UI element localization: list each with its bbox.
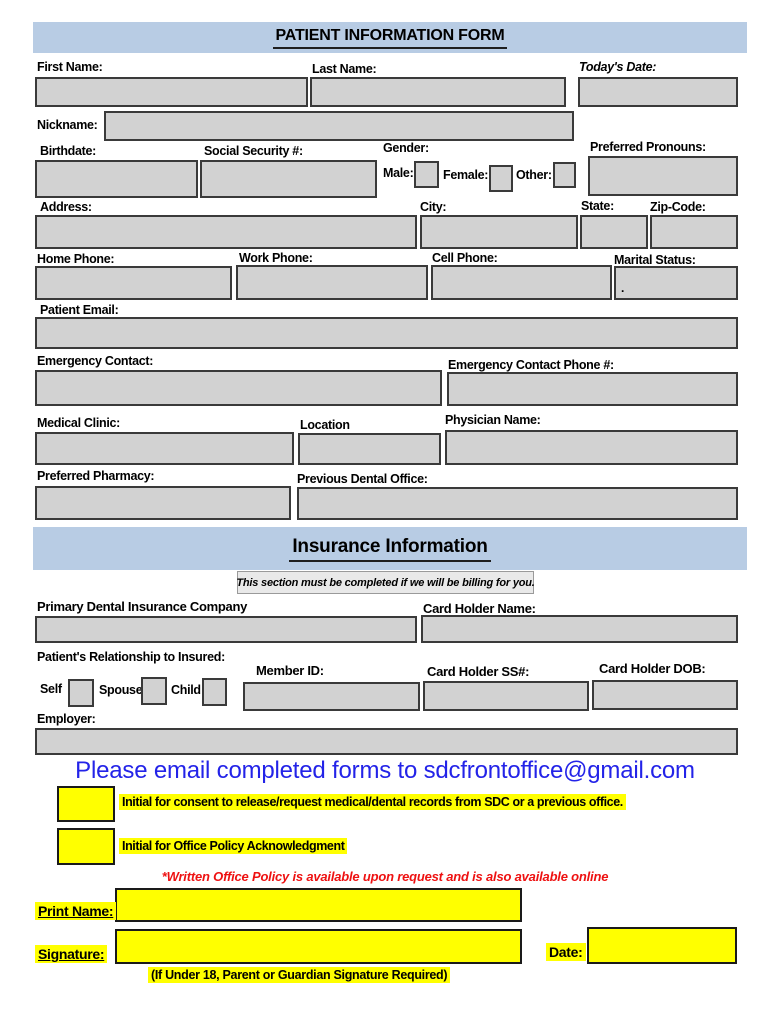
- patient-section-title: PATIENT INFORMATION FORM: [272, 27, 508, 49]
- card-holder-name-label: Card Holder Name:: [423, 601, 536, 616]
- male-label: Male:: [383, 166, 414, 180]
- patient-section-header: PATIENT INFORMATION FORM: [33, 22, 747, 53]
- todays-date-input[interactable]: [578, 77, 738, 107]
- patient-email-label: Patient Email:: [40, 303, 119, 317]
- location-input[interactable]: [298, 433, 441, 465]
- cell-phone-input[interactable]: [431, 265, 612, 300]
- preferred-pronouns-label: Preferred Pronouns:: [590, 140, 706, 154]
- print-name-input[interactable]: [115, 888, 522, 922]
- date-input[interactable]: [587, 927, 737, 964]
- relationship-label: Patient's Relationship to Insured:: [37, 650, 225, 664]
- city-label: City:: [420, 200, 447, 214]
- female-label: Female:: [443, 168, 489, 182]
- marital-status-label: Marital Status:: [614, 253, 696, 267]
- gender-label: Gender:: [383, 141, 429, 155]
- preferred-pharmacy-input[interactable]: [35, 486, 291, 520]
- print-name-label: Print Name:: [35, 902, 117, 920]
- emergency-contact-input[interactable]: [35, 370, 442, 406]
- preferred-pharmacy-label: Preferred Pharmacy:: [37, 469, 155, 483]
- employer-input[interactable]: [35, 728, 738, 755]
- todays-date-label: Today's Date:: [579, 60, 657, 74]
- work-phone-input[interactable]: [236, 265, 428, 300]
- card-holder-ss-input[interactable]: [423, 681, 589, 711]
- card-holder-ss-label: Card Holder SS#:: [427, 664, 530, 679]
- policy-note: *Written Office Policy is available upon…: [161, 869, 609, 884]
- consent-initial-box[interactable]: [57, 786, 115, 822]
- state-input[interactable]: [580, 215, 648, 249]
- marital-status-value: .: [621, 281, 625, 295]
- emergency-contact-label: Emergency Contact:: [37, 354, 154, 368]
- nickname-input[interactable]: [104, 111, 574, 141]
- nickname-label: Nickname:: [37, 118, 98, 132]
- birthdate-label: Birthdate:: [40, 144, 97, 158]
- address-input[interactable]: [35, 215, 417, 249]
- last-name-label: Last Name:: [312, 62, 377, 76]
- other-checkbox[interactable]: [553, 162, 576, 188]
- card-holder-dob-input[interactable]: [592, 680, 738, 710]
- self-checkbox[interactable]: [68, 679, 94, 707]
- insurance-section-title: Insurance Information: [289, 536, 491, 562]
- first-name-label: First Name:: [37, 60, 103, 74]
- work-phone-label: Work Phone:: [239, 251, 313, 265]
- first-name-input[interactable]: [35, 77, 308, 107]
- zip-code-input[interactable]: [650, 215, 738, 249]
- self-label: Self: [40, 682, 62, 696]
- insurance-note: This section must be completed if we wil…: [236, 571, 535, 594]
- other-label: Other:: [516, 168, 552, 182]
- social-security-input[interactable]: [200, 160, 377, 198]
- under18-note: (If Under 18, Parent or Guardian Signatu…: [148, 967, 451, 983]
- spouse-checkbox[interactable]: [141, 677, 167, 705]
- last-name-input[interactable]: [310, 77, 566, 107]
- marital-status-input[interactable]: .: [614, 266, 738, 300]
- state-label: State:: [581, 199, 614, 213]
- child-label: Child: [171, 683, 201, 697]
- home-phone-label: Home Phone:: [37, 252, 115, 266]
- physician-name-label: Physician Name:: [445, 413, 541, 427]
- address-label: Address:: [40, 200, 92, 214]
- city-input[interactable]: [420, 215, 578, 249]
- medical-clinic-label: Medical Clinic:: [37, 416, 121, 430]
- emergency-contact-phone-input[interactable]: [447, 372, 738, 406]
- card-holder-name-input[interactable]: [421, 615, 738, 643]
- child-checkbox[interactable]: [202, 678, 227, 706]
- member-id-label: Member ID:: [256, 663, 324, 678]
- signature-label: Signature:: [35, 945, 108, 963]
- policy-text: Initial for Office Policy Acknowledgment: [119, 838, 348, 854]
- primary-insurance-company-label: Primary Dental Insurance Company: [37, 599, 248, 614]
- medical-clinic-input[interactable]: [35, 432, 294, 465]
- social-security-label: Social Security #:: [204, 144, 303, 158]
- patient-email-input[interactable]: [35, 317, 738, 349]
- member-id-input[interactable]: [243, 682, 420, 711]
- physician-name-input[interactable]: [445, 430, 738, 465]
- male-checkbox[interactable]: [414, 161, 439, 188]
- birthdate-input[interactable]: [35, 160, 198, 198]
- location-label: Location: [300, 418, 350, 432]
- insurance-section-header: Insurance Information: [33, 527, 747, 570]
- date-label: Date:: [546, 943, 586, 961]
- emergency-contact-phone-label: Emergency Contact Phone #:: [448, 358, 614, 372]
- policy-initial-box[interactable]: [57, 828, 115, 865]
- previous-dental-office-label: Previous Dental Office:: [297, 472, 428, 486]
- previous-dental-office-input[interactable]: [297, 487, 738, 520]
- spouse-label: Spouse: [99, 683, 143, 697]
- employer-label: Employer:: [37, 712, 96, 726]
- consent-text: Initial for consent to release/request m…: [119, 794, 626, 810]
- zip-code-label: Zip-Code:: [650, 200, 706, 214]
- home-phone-input[interactable]: [35, 266, 232, 300]
- cell-phone-label: Cell Phone:: [432, 251, 498, 265]
- primary-insurance-company-input[interactable]: [35, 616, 417, 643]
- signature-input[interactable]: [115, 929, 522, 964]
- card-holder-dob-label: Card Holder DOB:: [599, 661, 706, 676]
- female-checkbox[interactable]: [489, 165, 513, 192]
- email-instruction: Please email completed forms to sdcfront…: [75, 757, 695, 784]
- preferred-pronouns-input[interactable]: [588, 156, 738, 196]
